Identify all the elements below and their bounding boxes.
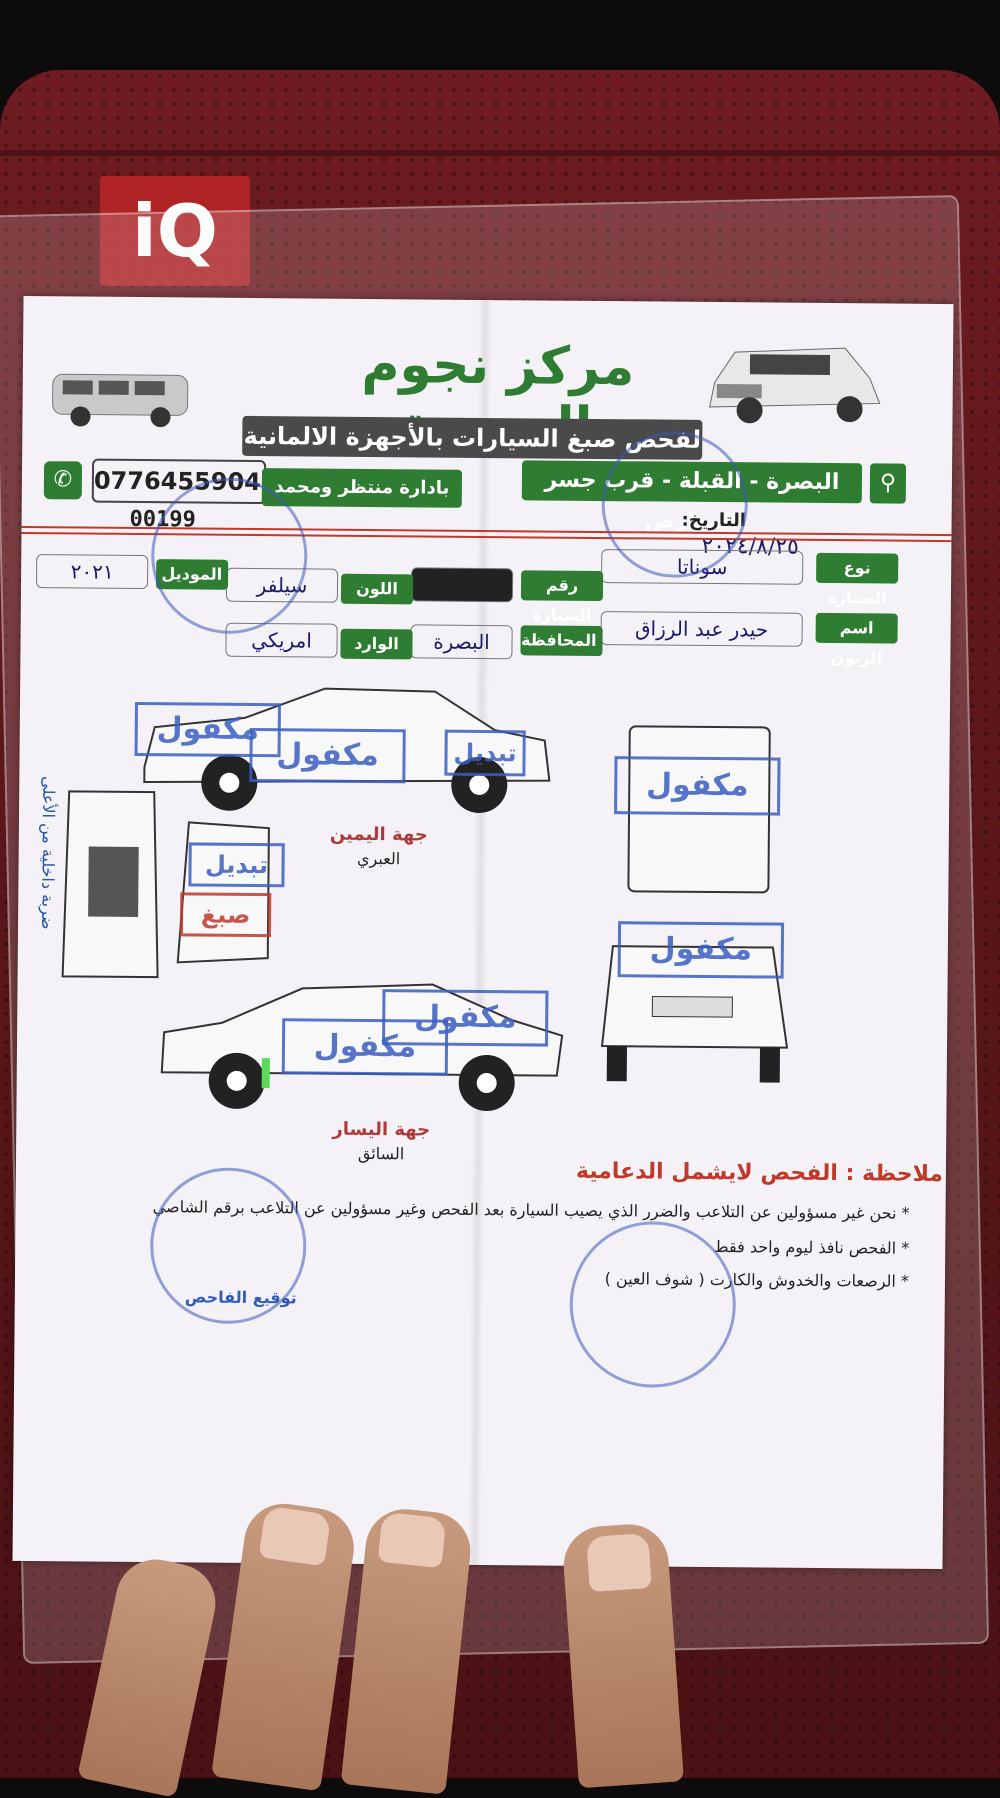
front-diagram [61, 790, 159, 979]
model-value: ٢٠٢١ [35, 554, 149, 590]
left-side-sub: السائق [357, 1143, 405, 1164]
car-number-redacted [410, 567, 514, 603]
roof-diagram [627, 725, 771, 894]
hood-diagram [176, 821, 270, 964]
suv-image [708, 347, 881, 424]
car-number-label: رقم السيارة [520, 570, 604, 625]
customer-value: حيدر عبد الرزاق [600, 611, 803, 647]
fingernail [258, 1505, 332, 1567]
customer-label: اسم الزبون [815, 612, 898, 667]
vertical-handwritten-note: ضربة داخلية من الأعلى [38, 776, 59, 930]
note-line: * الفحص نافذ ليوم واحد فقط [713, 1237, 910, 1258]
stamp-replaced: تبديل [188, 842, 285, 888]
round-stamp [150, 477, 308, 635]
source-label: الوارد [340, 628, 413, 660]
round-stamp [569, 1220, 737, 1389]
van-image [52, 373, 189, 428]
right-side-car-diagram [143, 687, 551, 813]
province-label: المحافظة [520, 625, 603, 657]
left-side-label: جهة اليسار [332, 1118, 431, 1141]
stamp-painted: صبغ [179, 892, 272, 938]
signature-label: توقيع الفاحص [184, 1287, 297, 1308]
right-side-label: جهة اليمين [329, 823, 428, 846]
stamp-guaranteed: مكفول [382, 989, 549, 1047]
stamp-guaranteed: مكفول [249, 727, 406, 784]
note-title: ملاحظة : الفحص لايشمل الدعامية [575, 1158, 944, 1188]
rear-diagram [600, 945, 789, 1083]
fingernail [586, 1532, 652, 1593]
stamp-guaranteed: مكفول [614, 756, 781, 816]
paper-fold [467, 299, 493, 1566]
management-label: بادارة منتظر ومحمد [261, 468, 463, 508]
round-stamp [601, 431, 749, 579]
watermark-logo: iQ [100, 176, 250, 286]
stamp-guaranteed: مكفول [617, 921, 785, 979]
inspection-report: مركز نجوم الجزيرة لفحص صبغ السيارات بالأ… [12, 295, 954, 1570]
left-side-car-diagram [160, 983, 564, 1112]
color-label: اللون [340, 573, 414, 605]
stamp-replaced: تبديل [444, 729, 526, 777]
location-pin-icon: ⚲ [869, 463, 907, 504]
phone-icon: ✆ [43, 461, 83, 500]
right-side-sub: العبري [356, 848, 401, 869]
fingernail [377, 1511, 447, 1569]
car-type-label: نوع السيارة [816, 552, 899, 608]
seat-seam [0, 150, 1000, 156]
province-value: البصرة [410, 624, 513, 660]
